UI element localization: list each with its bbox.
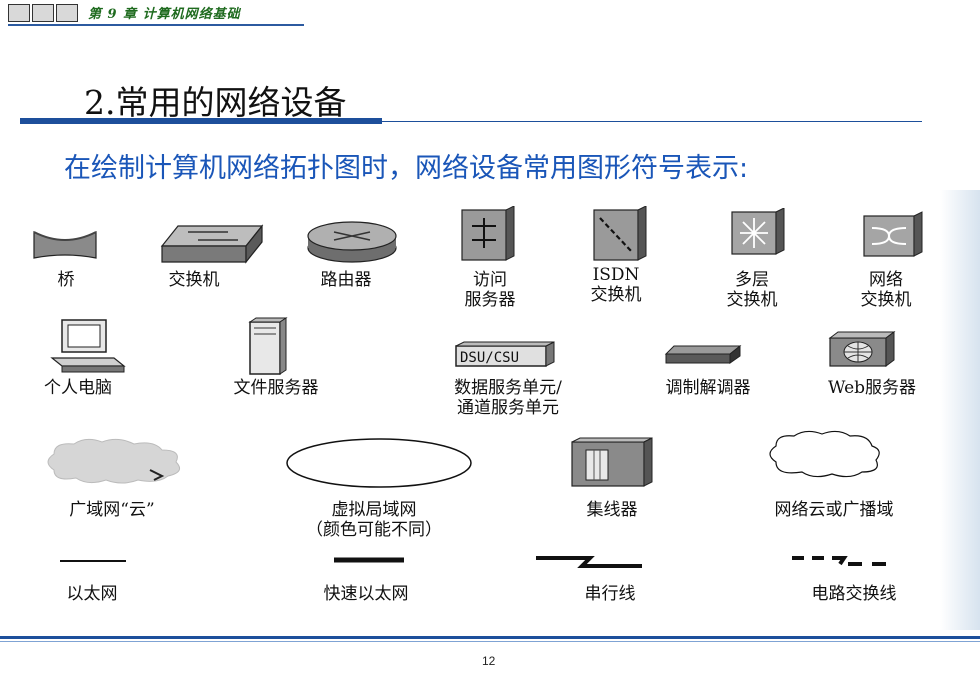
serial-line-icon <box>536 556 642 568</box>
vlan-label: 虚拟局域网 （颜色可能不同） <box>306 500 442 540</box>
title-underline-bar <box>20 118 382 124</box>
switch-icon <box>160 224 264 264</box>
isdn-switch-icon <box>593 206 647 261</box>
ethernet-line-icon <box>60 560 126 562</box>
vlan-icon <box>286 438 472 488</box>
chapter-title: 第 9 章 计算机网络基础 <box>88 7 241 22</box>
serial-line-label: 串行线 <box>584 584 636 604</box>
device-symbols-panel <box>22 198 940 628</box>
network-switch-label: 网络 交换机 <box>860 270 912 310</box>
subtitle: 在绘制计算机网络拓扑图时，网络设备常用图形符号表示: <box>64 153 749 184</box>
access-server-icon <box>461 206 515 261</box>
multilayer-switch-label: 多层 交换机 <box>726 270 778 310</box>
broadcast-cloud-label: 网络云或广播域 <box>774 500 894 520</box>
broadcast-cloud-icon <box>769 430 880 478</box>
web-server-icon <box>828 331 896 367</box>
file-server-label: 文件服务器 <box>233 378 319 398</box>
header-icon-3 <box>56 4 78 22</box>
web-server-label: Web服务器 <box>827 378 917 398</box>
bridge-icon <box>33 231 97 259</box>
modem-icon <box>664 344 742 364</box>
file-server-icon <box>248 317 288 375</box>
footer-rule <box>0 636 980 639</box>
modem-label: 调制解调器 <box>665 378 751 398</box>
wan-cloud-icon <box>47 438 181 484</box>
wan-cloud-label: 广域网“云” <box>69 500 155 520</box>
header-icon-1 <box>8 4 30 22</box>
header-rule <box>8 24 304 26</box>
switch-label: 交换机 <box>168 270 220 290</box>
router-label: 路由器 <box>320 270 372 290</box>
router-icon <box>307 221 397 263</box>
pc-label: 个人电脑 <box>44 378 112 398</box>
page-title: 2.常用的网络设备 <box>84 83 347 122</box>
network-switch-icon <box>863 211 923 257</box>
pc-icon <box>50 319 126 373</box>
title-underline-line <box>382 121 922 122</box>
fast-ethernet-label: 快速以太网 <box>323 584 409 604</box>
access-server-label: 访问 服务器 <box>464 270 516 310</box>
side-decoration <box>940 190 980 630</box>
page-number: 12 <box>482 654 496 668</box>
isdn-switch-label: ISDN 交换机 <box>590 265 642 305</box>
header-icon-2 <box>32 4 54 22</box>
footer-rule-thin <box>0 641 980 642</box>
circuit-switched-line-icon <box>792 556 886 566</box>
fast-ethernet-line-icon <box>334 557 404 563</box>
circuit-switched-line-label: 电路交换线 <box>811 584 897 604</box>
dsu-csu-text: DSU/CSU <box>460 350 519 366</box>
dsu-csu-icon: DSU/CSU <box>455 341 555 367</box>
multilayer-switch-icon <box>731 208 785 255</box>
hub-icon <box>571 437 653 487</box>
dsu-csu-label: 数据服务单元/ 通道服务单元 <box>454 378 562 418</box>
bridge-label: 桥 <box>57 270 75 290</box>
ethernet-label: 以太网 <box>66 584 118 604</box>
hub-label: 集线器 <box>586 500 638 520</box>
